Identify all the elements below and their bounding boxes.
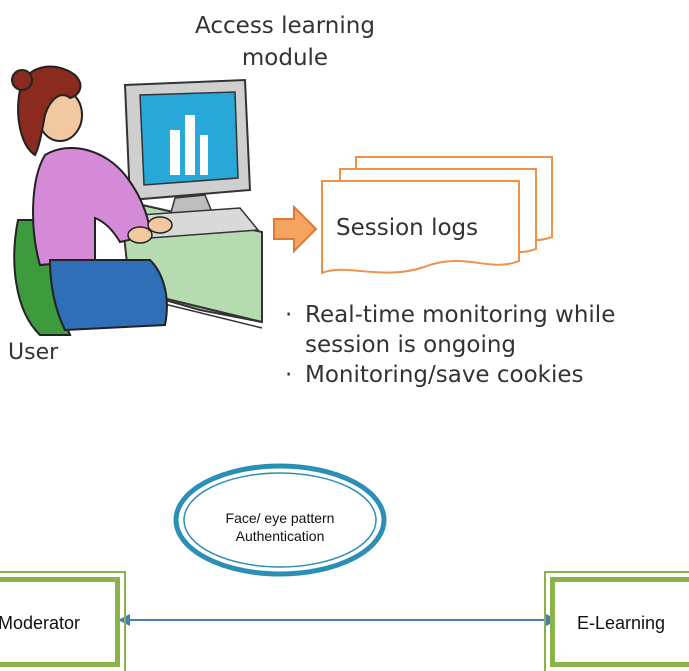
person-hair <box>17 65 82 157</box>
access-module-label: Access learning module <box>195 13 375 71</box>
moderator-label: Moderator <box>0 613 81 633</box>
elearning-box: E-Learning <box>544 571 689 671</box>
bullet-item-continuation: session is ongoing <box>305 332 517 358</box>
person-skirt <box>48 259 168 332</box>
elearning-label: E-Learning <box>577 613 666 633</box>
moderator-box: Moderator <box>0 571 126 671</box>
bullet-item: ·Real-time monitoring while <box>285 302 616 328</box>
authentication-label: Face/ eye pattern Authentication <box>225 510 335 544</box>
user-label: User <box>8 340 59 365</box>
authentication-ellipse <box>173 463 387 577</box>
monitoring-bullets: ·Real-time monitoring while session is o… <box>283 300 615 390</box>
user-computer-illustration <box>11 65 263 336</box>
bullet-item: ·Monitoring/save cookies <box>285 362 584 388</box>
session-logs-label: Session logs <box>336 215 479 241</box>
person-body <box>32 146 152 267</box>
connector-arrow <box>118 614 558 626</box>
session-logs-documents <box>321 156 553 275</box>
flow-arrow-icon <box>273 205 318 253</box>
